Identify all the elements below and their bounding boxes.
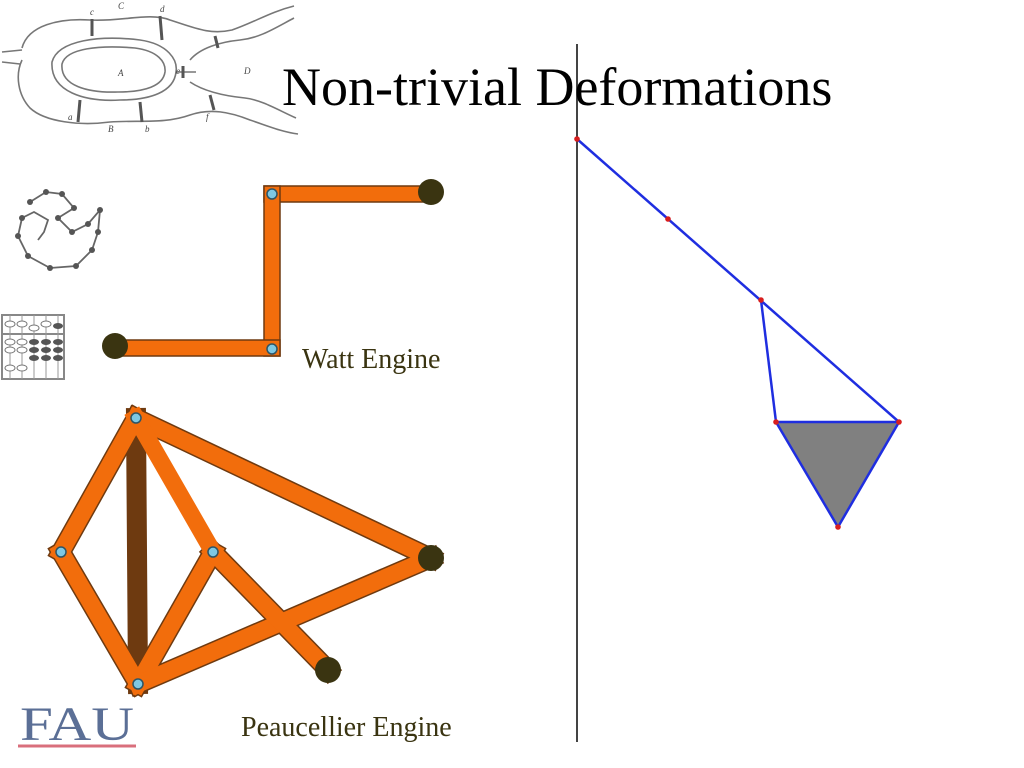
abacus-icon (1, 314, 65, 380)
peau-anchor-right (418, 545, 444, 571)
watt-engine-caption: Watt Engine (302, 344, 441, 375)
peau-anchor-crank (315, 657, 341, 683)
sketch-label-D: D (243, 66, 251, 76)
watt-joint-top (266, 188, 278, 200)
sketch-label-d: d (160, 4, 165, 14)
peau-bar-crank (200, 539, 341, 683)
sketch-label-f: f (206, 112, 210, 122)
polygon-chain-icon (15, 189, 103, 271)
fau-logo: FAU (18, 698, 136, 751)
sketch-label-a: a (68, 112, 73, 122)
vertex-dot (896, 419, 902, 425)
watt-engine-diagram (102, 179, 444, 359)
sketch-label-B: B (108, 124, 114, 134)
short-link-line (759, 299, 778, 423)
watt-joint-bottom (266, 343, 278, 355)
peau-bar-rhombus-right (124, 406, 225, 564)
long-diagonal-line (576, 138, 900, 423)
slide-title: Non-trivial Deformations (282, 57, 833, 117)
fau-logo-text: FAU (20, 698, 134, 751)
sketch-label-c: c (90, 7, 94, 17)
peau-bar-top-right (124, 406, 443, 570)
vertex-dot (574, 136, 580, 142)
peau-joint-center (207, 546, 219, 558)
konigsberg-bridges-sketch: C c d A e D a B b f (1, 1, 299, 135)
vertex-dot (773, 419, 779, 425)
peau-joint-bottom (132, 678, 144, 690)
vertex-dot (835, 524, 841, 530)
vertex-dot (758, 297, 764, 303)
peau-joint-left (55, 546, 67, 558)
peau-bar-top-left (49, 406, 148, 564)
sketch-label-b: b (145, 124, 150, 134)
peau-bar-left-bottom (49, 540, 150, 696)
sketch-label-A: A (117, 68, 124, 78)
peau-bar-center-bottom (126, 540, 225, 696)
peau-joint-top (130, 412, 142, 424)
peaucellier-engine-diagram (47, 404, 445, 698)
sketch-label-C: C (118, 1, 125, 11)
gray-triangle (773, 420, 902, 530)
vertex-dot (665, 216, 671, 222)
peaucellier-engine-caption: Peaucellier Engine (241, 712, 452, 743)
watt-anchor-left (102, 333, 128, 359)
sketch-label-e: e (176, 66, 180, 76)
watt-anchor-right (418, 179, 444, 205)
